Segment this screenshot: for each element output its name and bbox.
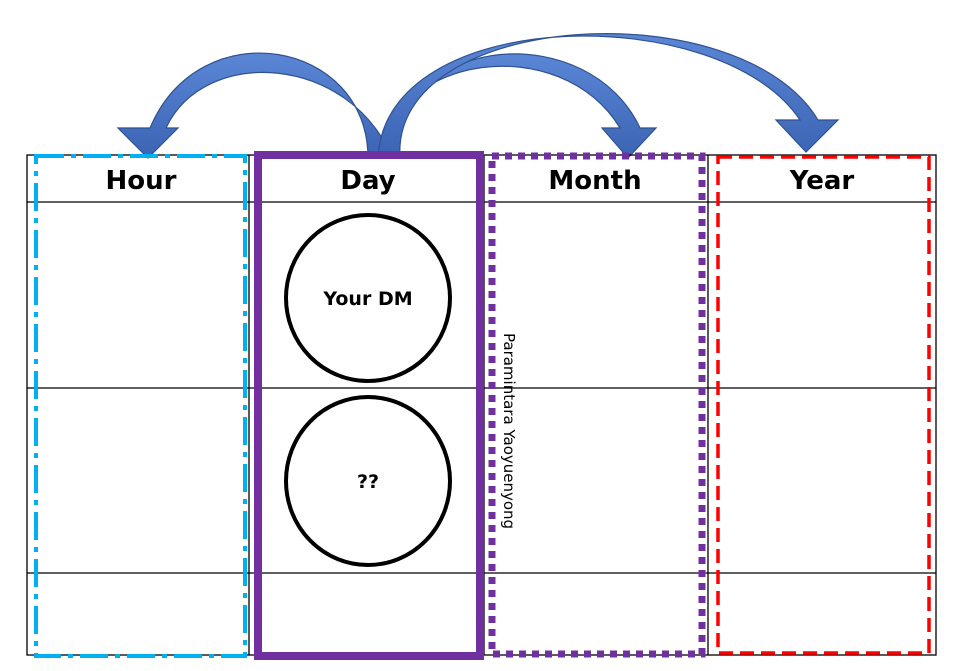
- column-header-month: Month: [548, 166, 641, 196]
- column-header-year: Year: [789, 166, 855, 196]
- arrow-day-to-hour: [116, 52, 393, 159]
- circle-label-your-dm: Your DM: [322, 288, 412, 310]
- day-column-border: [254, 151, 484, 660]
- month-column-border: [488, 152, 706, 658]
- arrow-day-to-month: [381, 53, 658, 159]
- hour-column-border: [34, 154, 247, 658]
- arrow-day-to-year: [377, 33, 840, 159]
- vertical-author-label: Paramintara Yaoyuenyong: [500, 333, 518, 529]
- circle-label-unknown: ??: [357, 471, 379, 493]
- circle-unknown: [284, 395, 452, 567]
- column-header-day: Day: [340, 166, 395, 196]
- circle-your-dm: [284, 213, 452, 383]
- arrows: [116, 33, 840, 159]
- column-header-hour: Hour: [106, 166, 177, 196]
- year-column-border: [716, 155, 931, 655]
